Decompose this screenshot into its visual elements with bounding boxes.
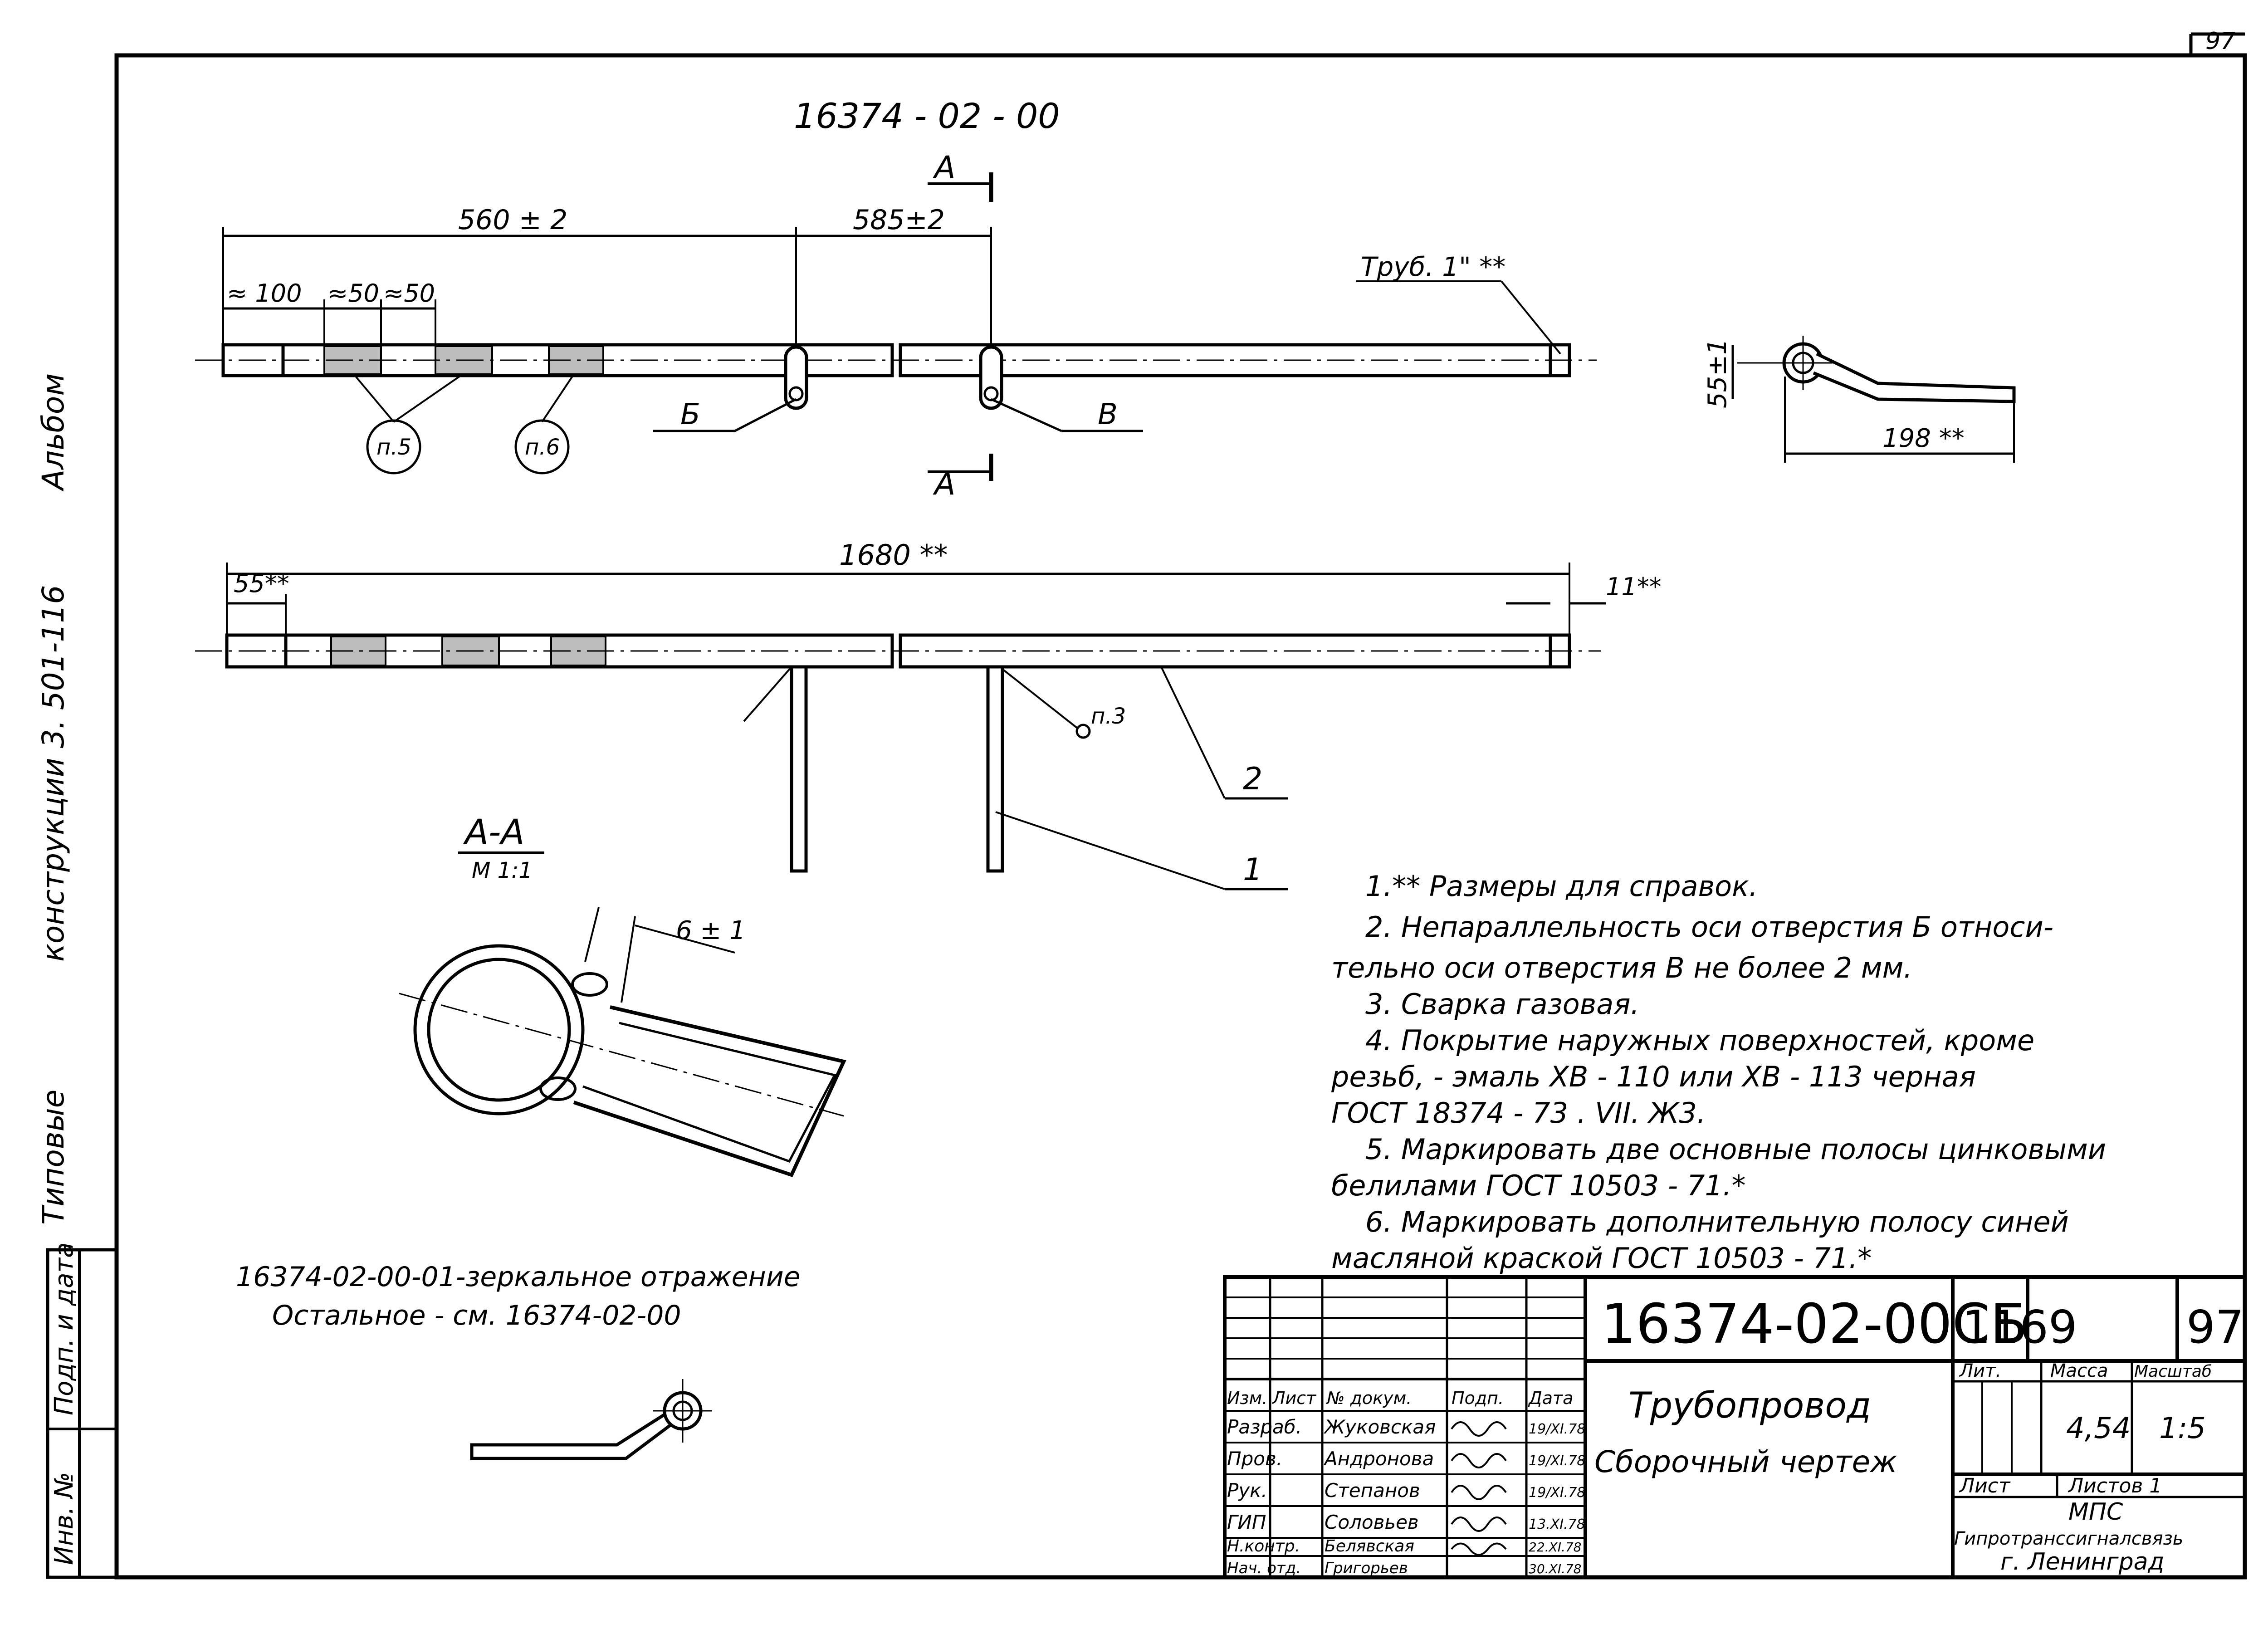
role-2: Пров. (1227, 1448, 1282, 1470)
org-1: МПС (2068, 1498, 2123, 1526)
mirror-note: 16374-02-00-01-зеркальное отражение Оста… (236, 1261, 801, 1460)
title-name-line1: Трубопровод (1628, 1385, 1871, 1426)
dim-585: 585±2 (853, 204, 945, 236)
date-5: 22.XI.78 (1529, 1540, 1582, 1555)
note-line-2: 2. Непараллельность оси отверстия Б отно… (1365, 910, 2053, 944)
name-4: Соловьев (1325, 1511, 1419, 1533)
date-2: 19/XI.78 (1529, 1453, 1585, 1469)
note-line-9: белилами ГОСТ 10503 - 71.* (1331, 1169, 1746, 1202)
note-line-7: ГОСТ 18374 - 73 . VII. Ж3. (1331, 1096, 1706, 1130)
org-2: Гипротранссигналсвязь (1954, 1528, 2183, 1549)
note-line-6: резьб, - эмаль ХВ - 110 или ХВ - 113 чер… (1331, 1060, 1976, 1093)
section-letter-top: А (933, 150, 956, 186)
col-izm: Изм. (1227, 1388, 1267, 1408)
dim-1680: 1680 ** (839, 538, 948, 572)
side-dim-55: 55±1 (1703, 338, 1732, 408)
bottom-view: 1680 ** 55** 11** п.3 2 1 (195, 538, 1662, 890)
note-line-3: тельно оси отверстия В не более 2 мм. (1331, 951, 1912, 984)
org-3: г. Ленинград (2000, 1548, 2164, 1575)
note-line-1: 1.** Размеры для справок. (1365, 870, 1758, 903)
callout-p6 (514, 419, 570, 475)
title-name-line2: Сборочный чертеж (1594, 1444, 1897, 1479)
role-5: Н.контр. (1227, 1537, 1300, 1556)
name-5: Белявская (1325, 1537, 1414, 1556)
mirror-note-line2: Остальное - см. 16374-02-00 (272, 1300, 681, 1331)
name-2: Андронова (1323, 1448, 1434, 1470)
title-block: Изм. Лист № докум. Подп. Дата Разраб. Жу… (1223, 1275, 2247, 1579)
hole-v-label: В (1098, 398, 1118, 431)
date-6: 30.XI.78 (1529, 1561, 1582, 1576)
note-line-8: 5. Маркировать две основные полосы цинко… (1365, 1133, 2106, 1166)
col-sign: Подп. (1452, 1388, 1504, 1408)
position-2: 2 (1243, 761, 1262, 797)
section-aa: А-А М 1:1 6 ± 1 (399, 812, 846, 1177)
album-no: 1169 (1962, 1301, 2077, 1354)
callout-p3: п.3 (1091, 704, 1126, 729)
date-4: 13.XI.78 (1529, 1517, 1585, 1532)
hole-b-label: Б (680, 398, 700, 431)
name-6: Григорьев (1325, 1559, 1408, 1577)
side-view: 55±1 198 ** (1703, 336, 2016, 463)
side-dim-198: 198 ** (1882, 424, 1965, 453)
name-1: Жуковская (1323, 1416, 1436, 1438)
sheets-label: Листов 1 (2068, 1474, 2162, 1497)
album-caption: Типовые конструкции 3. 501-116 Альбом (36, 373, 71, 1225)
sheet-no: 97 (2186, 1301, 2244, 1354)
top-view: 16374 - 02 - 00 А 560 ± 2 585±2 ≈ 100 ≈5… (195, 96, 1597, 502)
dim-560: 560 ± 2 (458, 204, 567, 236)
lit-label: Лит. (1959, 1360, 2001, 1381)
mirror-note-line1: 16374-02-00-01-зеркальное отражение (236, 1261, 801, 1293)
svg-text:п.6: п.6 (525, 435, 560, 460)
notes: 1.** Размеры для справок. 2. Непараллель… (1331, 870, 2106, 1275)
note-line-4: 3. Сварка газовая. (1365, 988, 1639, 1021)
callout-p5 (366, 419, 421, 475)
role-1: Разраб. (1227, 1416, 1302, 1438)
drawing-number-top: 16374 - 02 - 00 (794, 96, 1060, 136)
note-line-5: 4. Покрытие наружных поверхностей, кроме (1365, 1024, 2034, 1057)
position-1: 1 (1243, 852, 1262, 888)
mass-value: 4,54 (2066, 1412, 2131, 1445)
date-3: 19/XI.78 (1529, 1485, 1585, 1501)
dim-100: ≈ 100 (227, 279, 302, 308)
section-scale: М 1:1 (472, 858, 533, 883)
role-3: Рук. (1227, 1479, 1267, 1502)
svg-text:п.5: п.5 (376, 435, 411, 460)
note-line-11: масляной краской ГОСТ 10503 - 71.* (1331, 1242, 1872, 1275)
note-line-10: 6. Маркировать дополнительную полосу син… (1365, 1205, 2069, 1238)
top-corner-number: 97 (2205, 28, 2235, 55)
sheet-label: Лист (1959, 1474, 2011, 1497)
dim-50b: ≈50 (383, 279, 435, 308)
album-caption-part1: Типовые (36, 1090, 71, 1225)
dim-50a: ≈50 (327, 279, 379, 308)
album-caption-part3: Альбом (36, 373, 71, 492)
designation: 16374-02-00СБ (1601, 1293, 2028, 1356)
side-stamp: Подп. и дата Инв. № (46, 1243, 118, 1579)
scale-label: Масштаб (2134, 1362, 2212, 1381)
thread-note: Труб. 1" ** (1361, 251, 1505, 282)
mass-label: Масса (2050, 1360, 2108, 1381)
section-dim-6: 6 ± 1 (676, 916, 746, 945)
dim-11: 11** (1606, 572, 1662, 601)
stamp-inv-no: Инв. № (49, 1472, 79, 1565)
name-3: Степанов (1325, 1479, 1420, 1502)
drawing-frame (114, 53, 2247, 1580)
role-6: Нач. отд. (1227, 1559, 1301, 1577)
col-date: Дата (1528, 1388, 1573, 1408)
section-title: А-А (463, 812, 524, 852)
scale-value: 1:5 (2159, 1412, 2206, 1445)
role-4: ГИП (1227, 1511, 1266, 1533)
stamp-sign-date: Подп. и дата (49, 1243, 79, 1415)
section-letter-bottom: А (933, 466, 956, 502)
dim-55-bottom: 55** (234, 569, 289, 598)
col-doc: № докум. (1326, 1388, 1412, 1408)
album-caption-part2: конструкции 3. 501-116 (36, 585, 71, 962)
date-1: 19/XI.78 (1529, 1421, 1585, 1437)
col-list: Лист (1271, 1388, 1317, 1408)
